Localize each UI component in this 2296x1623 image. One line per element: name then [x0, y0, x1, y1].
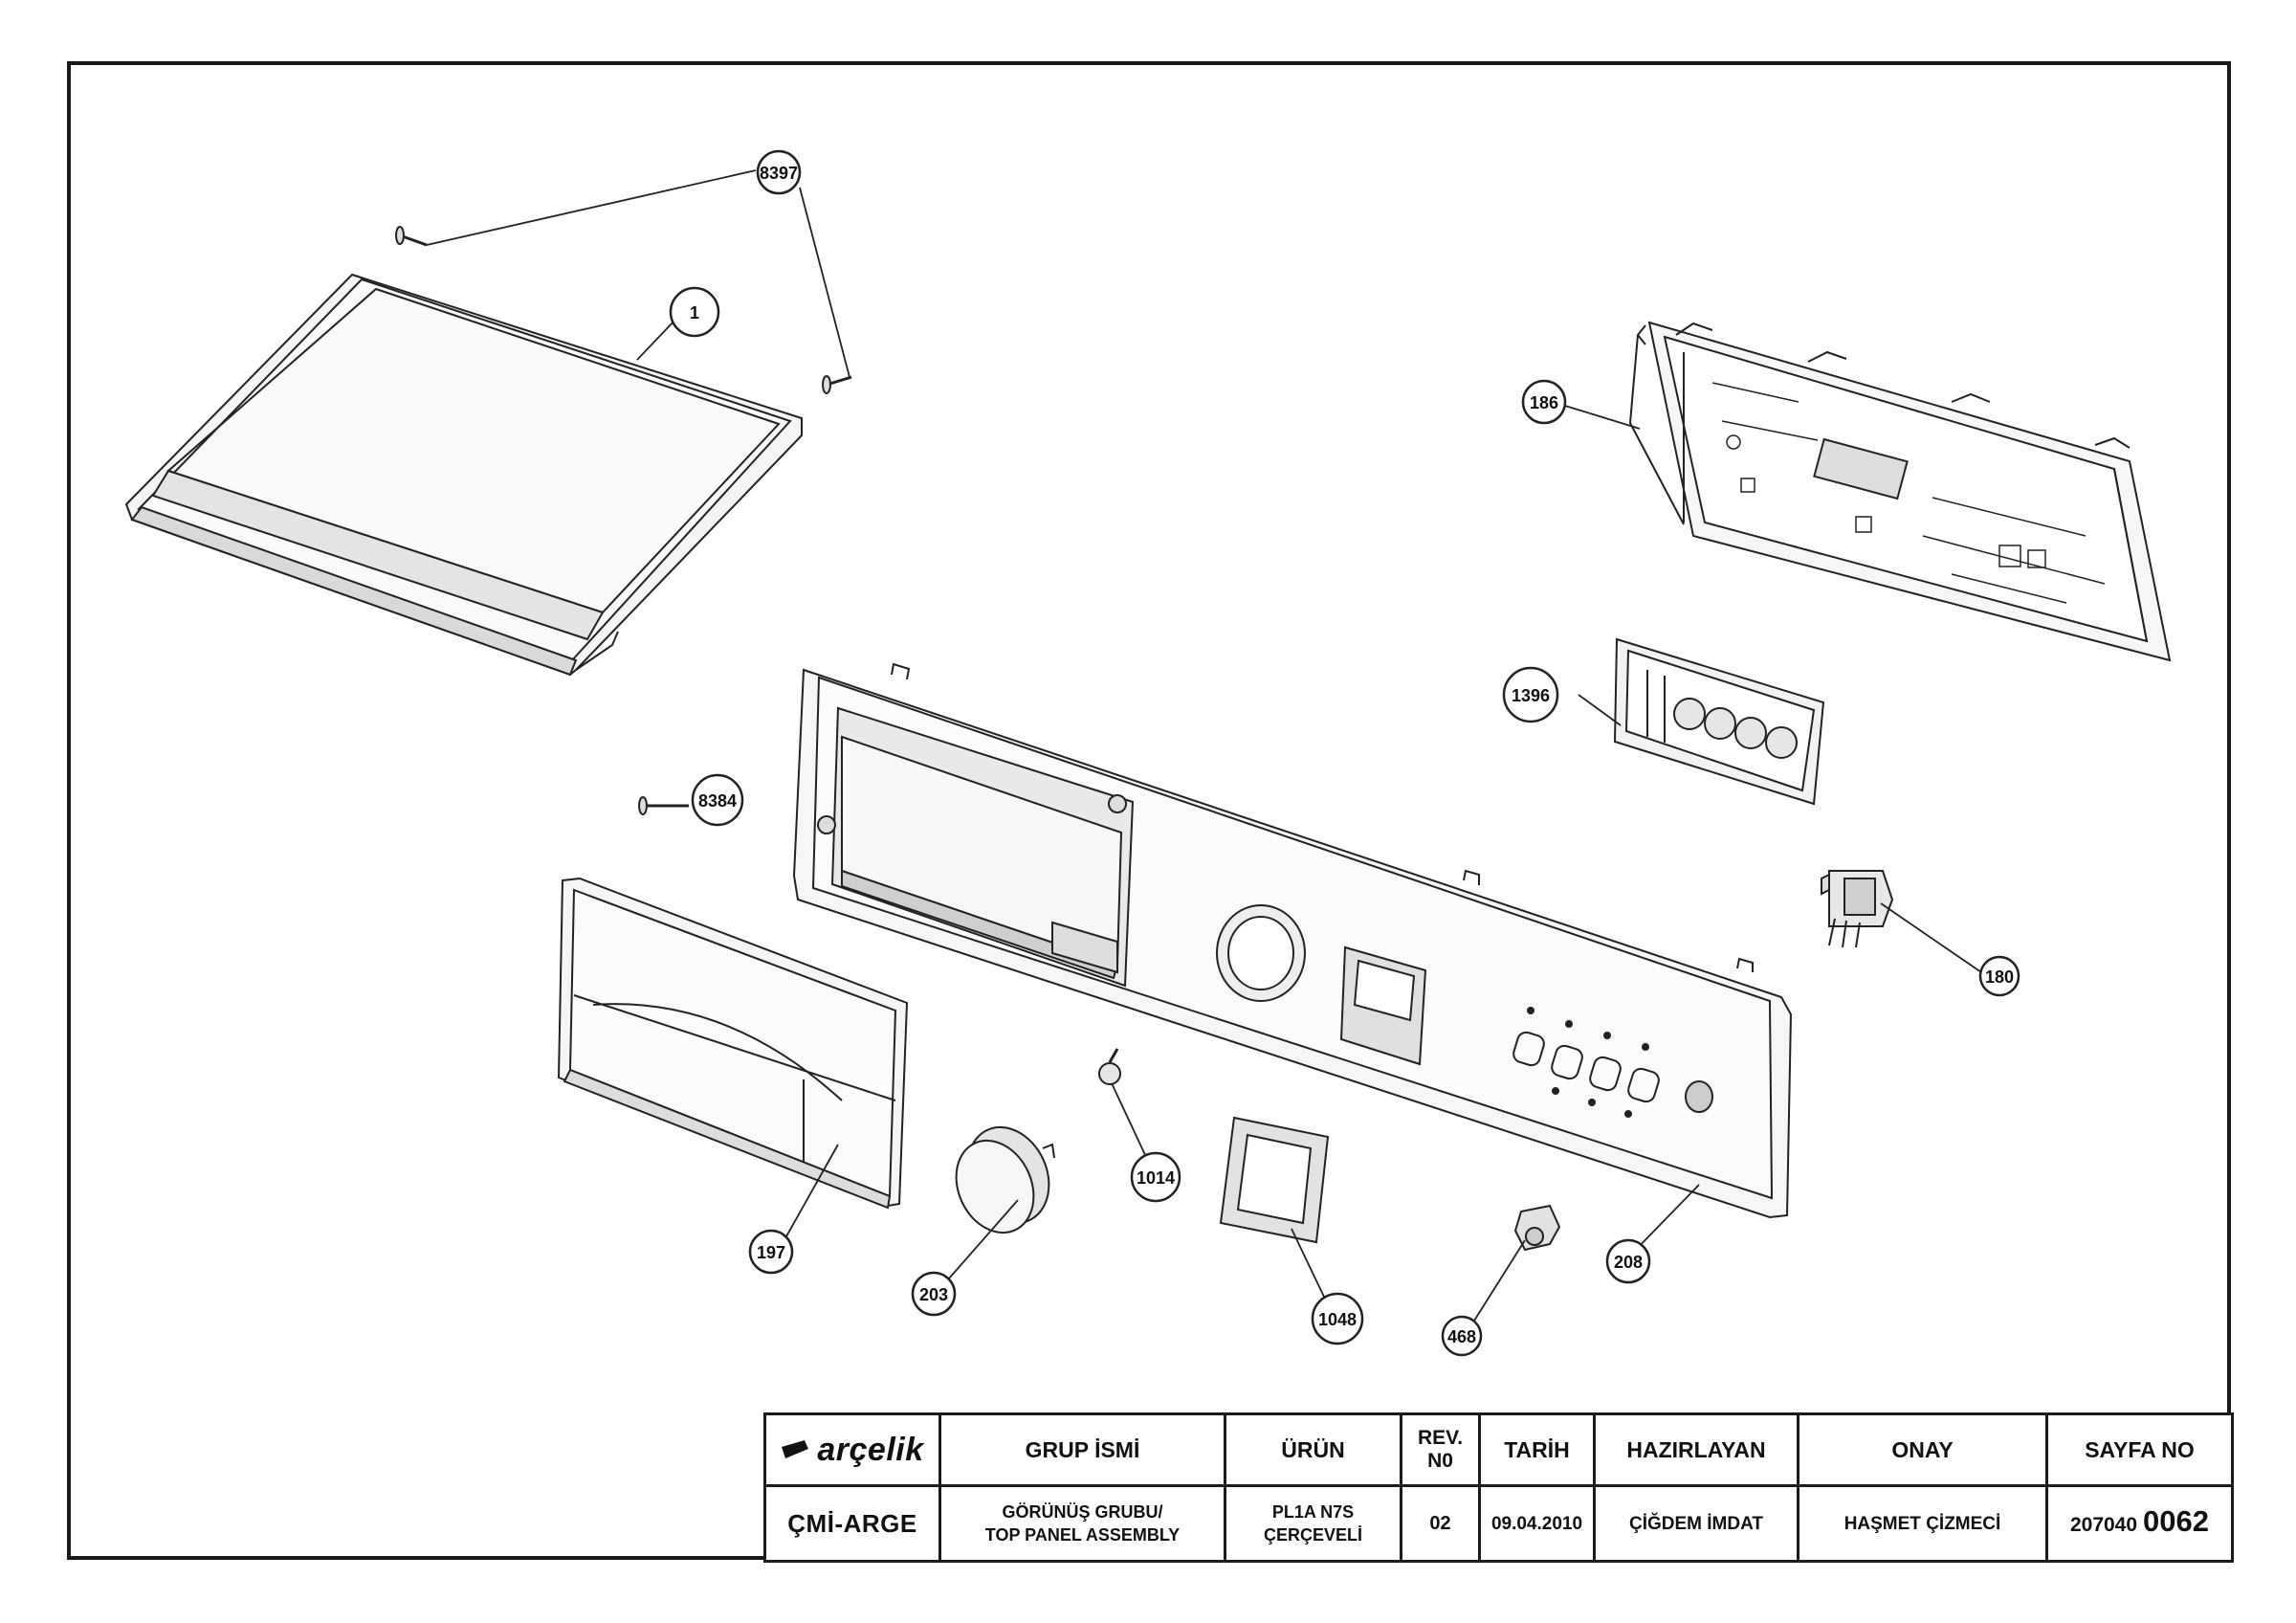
callout-1396-label: 1396 [1512, 686, 1550, 705]
callout-197: 197 [748, 1229, 794, 1275]
logo-text: arçelik [817, 1431, 924, 1468]
value-product-line1: PL1A N7S [1271, 1502, 1355, 1522]
part-front-panel [792, 662, 1793, 1219]
title-block-header-row: arçelik GRUP İSMİ ÜRÜN REV. N0 TARİH HAZ… [763, 1412, 2234, 1487]
callout-208: 208 [1605, 1238, 1651, 1284]
header-page-no: SAYFA NO [2045, 1412, 2234, 1487]
value-product: PL1A N7S ÇERÇEVELİ [1224, 1484, 1402, 1563]
part-display-frame [1219, 1116, 1330, 1244]
part-button-holder [1613, 637, 1825, 806]
header-prepared-by: HAZIRLAYAN [1593, 1412, 1799, 1487]
callout-1048-label: 1048 [1318, 1310, 1357, 1329]
part-screw-8397-left [395, 226, 428, 247]
header-group-name: GRUP İSMİ [938, 1412, 1226, 1487]
callout-1: 1 [669, 286, 720, 338]
value-group-name-line2: TOP PANEL ASSEMBLY [984, 1525, 1181, 1545]
value-approval: HAŞMET ÇİZMECİ [1797, 1484, 2048, 1563]
callout-1-label: 1 [690, 303, 699, 322]
header-date: TARİH [1478, 1412, 1596, 1487]
header-rev-line2: N0 [1427, 1450, 1453, 1472]
callout-1014-label: 1014 [1137, 1168, 1175, 1188]
part-screw-8384 [638, 796, 689, 815]
value-prepared-by: ÇİĞDEM İMDAT [1593, 1484, 1799, 1563]
callout-186-label: 186 [1530, 393, 1558, 412]
callout-8384: 8384 [691, 773, 744, 827]
title-block: arçelik GRUP İSMİ ÜRÜN REV. N0 TARİH HAZ… [763, 1412, 2234, 1563]
callout-8397-label: 8397 [760, 164, 798, 183]
part-program-knob [955, 1125, 1055, 1234]
value-department: ÇMİ-ARGE [763, 1484, 941, 1563]
value-product-line2: ÇERÇEVELİ [1263, 1525, 1363, 1545]
callout-468: 468 [1441, 1315, 1483, 1357]
part-control-board [1628, 321, 2172, 662]
callout-8384-label: 8384 [698, 791, 737, 811]
callout-197-label: 197 [757, 1243, 785, 1262]
callout-1396: 1396 [1502, 666, 1559, 723]
part-detergent-drawer [557, 877, 909, 1210]
callout-8397: 8397 [756, 149, 802, 195]
part-fixing-pin [1098, 1048, 1121, 1085]
part-power-switch [1821, 870, 1894, 948]
value-date: 09.04.2010 [1478, 1484, 1596, 1563]
callout-1014: 1014 [1130, 1151, 1181, 1203]
callout-208-label: 208 [1614, 1253, 1643, 1272]
part-screw-8397-right [822, 375, 852, 394]
callout-203-label: 203 [919, 1285, 948, 1304]
header-product: ÜRÜN [1224, 1412, 1402, 1487]
header-approval: ONAY [1797, 1412, 2048, 1487]
callout-186: 186 [1521, 379, 1567, 425]
logo-cell: arçelik [763, 1412, 941, 1487]
callout-180: 180 [1978, 955, 2020, 997]
part-top-lid [124, 273, 803, 677]
header-rev: REV. N0 [1400, 1412, 1481, 1487]
callout-468-label: 468 [1447, 1327, 1476, 1346]
arcelik-logo-icon [782, 1440, 809, 1458]
header-rev-line1: REV. [1417, 1427, 1464, 1449]
value-group-name: GÖRÜNÜŞ GRUBU/ TOP PANEL ASSEMBLY [938, 1484, 1226, 1563]
value-group-name-line1: GÖRÜNÜŞ GRUBU/ [1002, 1502, 1163, 1522]
callout-203: 203 [911, 1271, 957, 1317]
value-rev: 02 [1400, 1484, 1481, 1563]
callout-180-label: 180 [1985, 967, 2014, 987]
title-block-value-row: ÇMİ-ARGE GÖRÜNÜŞ GRUBU/ TOP PANEL ASSEMB… [763, 1484, 2234, 1563]
part-knob-insert [1513, 1204, 1561, 1252]
callout-1048: 1048 [1311, 1292, 1364, 1345]
value-page-prefix: 207040 [2069, 1514, 2138, 1536]
value-page-number: 0062 [2143, 1504, 2210, 1538]
